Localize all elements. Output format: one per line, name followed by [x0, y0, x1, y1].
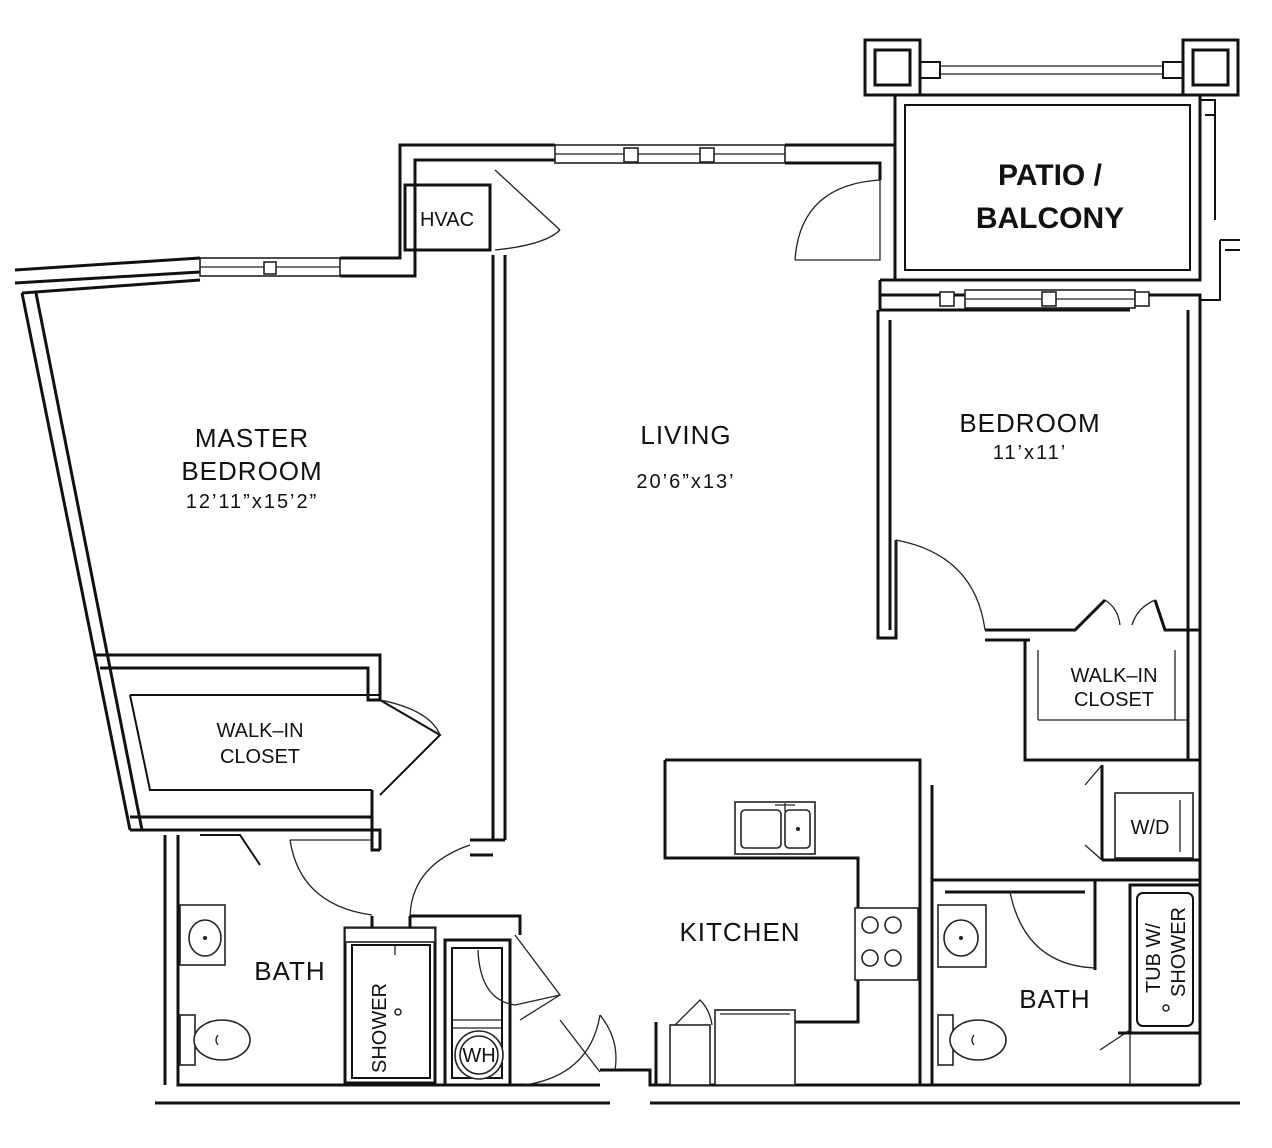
water-heater-label: WH: [462, 1045, 495, 1067]
bedroom-label: BEDROOM: [959, 408, 1100, 438]
bedroom-dimensions: 11’x11’: [993, 442, 1067, 464]
walkin-closet-right-label-line1: WALK–IN: [1070, 665, 1157, 687]
toilet-left-bath: [179, 1014, 196, 1066]
wh-closet: [443, 934, 562, 1087]
hvac-label: HVAC: [420, 209, 474, 231]
bath-left-label: BATH: [254, 956, 325, 986]
bedroom-walls: [876, 310, 1200, 762]
living-dimensions: 20’6”x13’: [636, 471, 735, 493]
kitchen: [654, 758, 934, 1086]
patio-label-line2: BALCONY: [976, 202, 1124, 235]
living-label: LIVING: [640, 420, 731, 450]
bath-left: [179, 838, 522, 1085]
tub-label-line1: TUB W/: [1143, 923, 1165, 993]
patio-label-line1: PATIO /: [998, 159, 1103, 192]
living-door: [494, 169, 881, 261]
washer-dryer-label: W/D: [1131, 817, 1170, 839]
hvac-box: [403, 183, 492, 252]
master-bedroom-label-line2: BEDROOM: [181, 456, 322, 486]
kitchen-label: KITCHEN: [679, 917, 800, 947]
walkin-closet-left-label-line1: WALK–IN: [216, 720, 303, 742]
bath-right: [932, 764, 1202, 1085]
walkin-closet-left: [95, 653, 442, 852]
shower-label: SHOWER: [369, 983, 391, 1073]
master-bedroom-label-line1: MASTER: [195, 423, 309, 453]
bath-right-label: BATH: [1019, 984, 1090, 1014]
walkin-closet-left-label-line2: CLOSET: [220, 746, 300, 768]
pantry: [669, 1024, 711, 1086]
master-bedroom-dimensions: 12’11”x15’2”: [186, 491, 319, 513]
entry-door: [524, 1014, 617, 1086]
walkin-closet-right-label-line2: CLOSET: [1074, 689, 1154, 711]
exterior-walls: [14, 143, 1240, 1105]
patio-structure: [863, 38, 1240, 312]
refrigerator: [714, 1009, 796, 1086]
tub-label-line2: SHOWER: [1168, 907, 1190, 997]
